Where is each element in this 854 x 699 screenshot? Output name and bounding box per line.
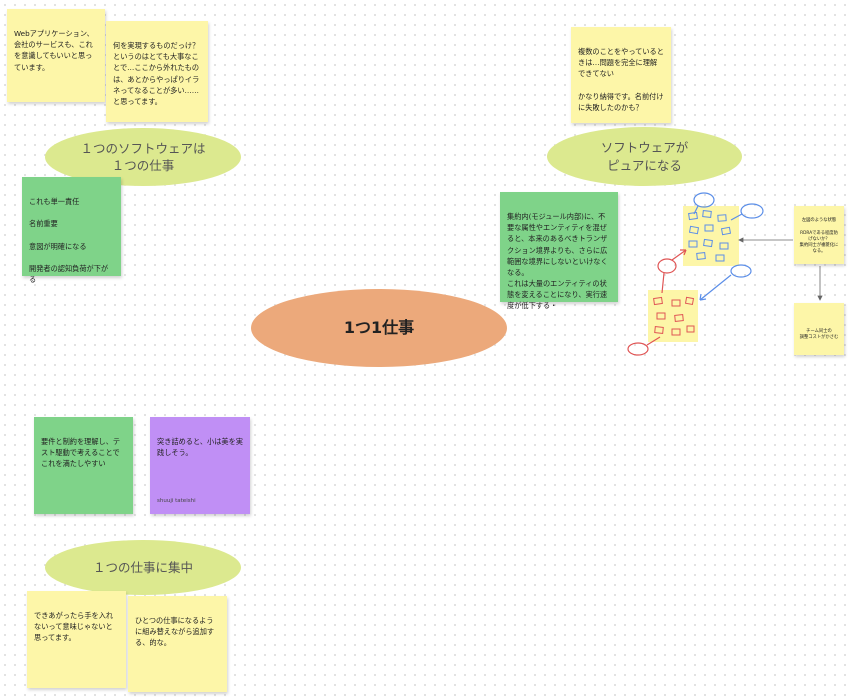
topic-software-becomes-pure[interactable]: ソフトウェアが ピュアになる: [547, 127, 742, 186]
sticky-note-mini-state[interactable]: 左図のような状態 RDRAである程度防げないか？ 集約同士が複雑化になる。: [794, 206, 844, 264]
sticky-note-multiple-things[interactable]: 複数のことをやっているときは…問題を完全に理解できてない かなり納得です。名前付…: [571, 27, 671, 123]
note-text: チーム同士の 調整コストがかさむ: [799, 329, 839, 341]
note-text: 左図のような状態 RDRAである程度防げないか？ 集約同士が複雑化になる。: [799, 218, 839, 255]
note-text: 複数のことをやっているときは…問題を完全に理解できてない かなり納得です。名前付…: [578, 47, 664, 112]
blue-entities: [688, 210, 732, 262]
red-entities: [653, 296, 695, 336]
sticky-note-tdd[interactable]: 要件と制約を理解し、テスト駆動で考えることでこれを満たしやすい: [34, 417, 133, 514]
central-topic[interactable]: 1つ1仕事: [251, 289, 507, 367]
sticky-note-rearrange[interactable]: ひとつの仕事になるように組み替えながら追加する、的な。: [128, 596, 227, 692]
sticky-note-small-is-beautiful[interactable]: 突き詰めると、小は美を実践しそう。 shuuji tateishi: [150, 417, 250, 514]
note-text: ひとつの仕事になるように組み替えながら追加する、的な。: [135, 616, 215, 648]
note-text: 集約内(モジュール内部)に、不要な属性やエンティティを混ぜると、本来のあるべきト…: [507, 212, 608, 311]
grey-connectors: [738, 237, 823, 301]
note-text: Webアプリケーション、会社のサービスも、これを意識してもいいと思っています。: [14, 29, 94, 72]
note-text: 何を実現するものだっけ？というのはとても大事なことで…ここから外れたものは、あと…: [113, 41, 200, 106]
sticky-note-mini-cost[interactable]: チーム同士の 調整コストがかさむ: [794, 303, 844, 355]
sticky-note-not-frozen[interactable]: できあがったら手を入れないって意味じゃないと思ってます。: [27, 591, 126, 688]
sticky-note-web-apps[interactable]: Webアプリケーション、会社のサービスも、これを意識してもいいと思っています。: [7, 9, 105, 102]
note-text: これも単一責任 名前重要 意図が明確になる 開発者の認知負荷が下がる: [29, 197, 109, 285]
sticky-note-single-responsibility[interactable]: これも単一責任 名前重要 意図が明確になる 開発者の認知負荷が下がる: [22, 177, 121, 284]
topic-one-software-one-job[interactable]: １つのソフトウェアは １つの仕事: [45, 128, 241, 186]
blue-blobs: [693, 192, 764, 301]
red-blobs: [627, 249, 687, 356]
note-text: 突き詰めると、小は美を実践しそう。: [157, 437, 243, 458]
sticky-note-aggregate[interactable]: 集約内(モジュール内部)に、不要な属性やエンティティを混ぜると、本来のあるべきト…: [500, 192, 618, 310]
topic-focus-one-job[interactable]: １つの仕事に集中: [45, 540, 241, 595]
note-text: できあがったら手を入れないって意味じゃないと思ってます。: [34, 611, 114, 643]
note-text: 要件と制約を理解し、テスト駆動で考えることでこれを満たしやすい: [41, 437, 121, 469]
note-author: shuuji tateishi: [157, 498, 196, 505]
sticky-note-purpose[interactable]: 何を実現するものだっけ？というのはとても大事なことで…ここから外れたものは、あと…: [106, 21, 208, 122]
